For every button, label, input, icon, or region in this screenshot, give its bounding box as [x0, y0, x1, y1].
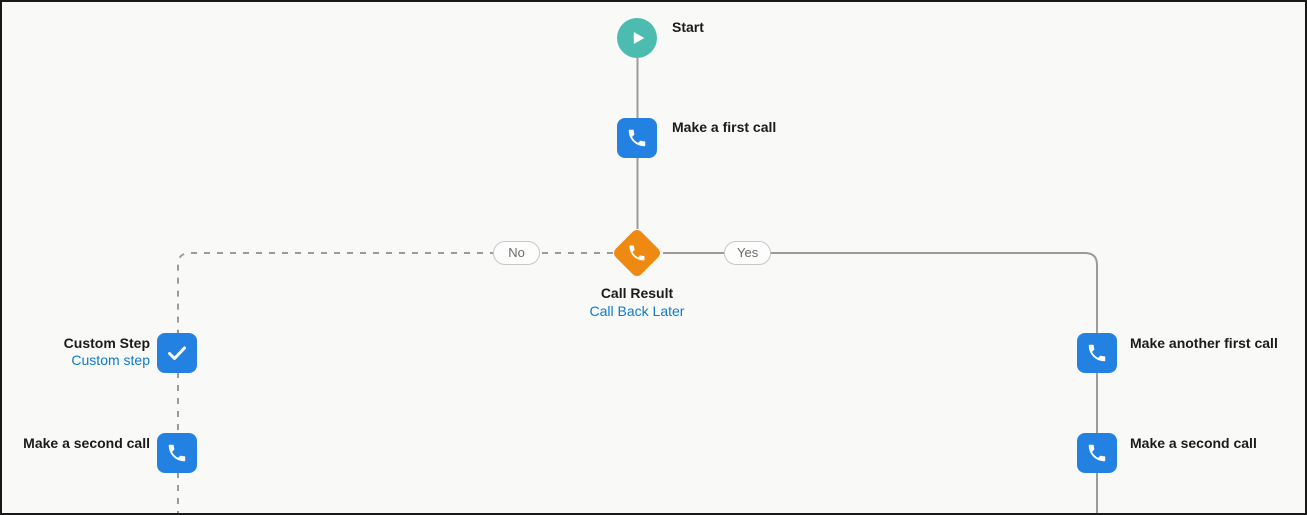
second-call-right-label: Make a second call — [1130, 435, 1257, 451]
play-icon — [626, 27, 648, 49]
phone-icon — [626, 127, 648, 149]
decision-node[interactable] — [611, 227, 663, 279]
phone-icon — [1086, 442, 1108, 464]
decision-subtitle-link[interactable]: Call Back Later — [589, 303, 685, 319]
second-call-right-node[interactable] — [1077, 433, 1117, 473]
connector-no-branch — [177, 252, 613, 333]
custom-step-node[interactable] — [157, 333, 197, 373]
yes-branch-pill: Yes — [724, 241, 772, 265]
second-call-left-label: Make a second call — [23, 435, 150, 451]
phone-icon — [166, 442, 188, 464]
second-call-left-node[interactable] — [157, 433, 197, 473]
custom-step-subtitle-link[interactable]: Custom step — [71, 352, 150, 368]
another-first-call-node[interactable] — [1077, 333, 1117, 373]
another-first-call-label: Make another first call — [1130, 335, 1278, 351]
custom-step-title: Custom Step — [63, 335, 150, 351]
start-node[interactable] — [617, 18, 657, 58]
phone-icon — [627, 243, 647, 263]
make-first-call-label: Make a first call — [672, 119, 777, 135]
connector-yes-branch — [663, 252, 1098, 333]
make-first-call-node[interactable] — [617, 118, 657, 158]
check-icon — [165, 341, 189, 365]
start-label: Start — [672, 19, 704, 35]
decision-title: Call Result — [600, 285, 674, 301]
no-branch-pill: No — [493, 241, 540, 265]
phone-icon — [1086, 342, 1108, 364]
